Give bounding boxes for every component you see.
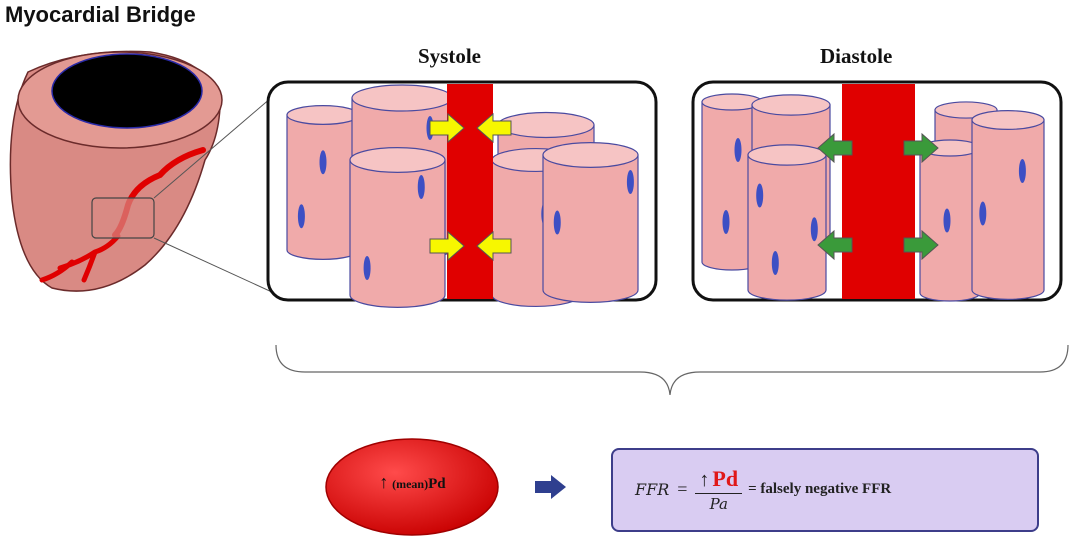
formula-result: = falsely negative FFR [748, 481, 892, 497]
compressed-artery [447, 84, 493, 299]
muscle-cell [286, 105, 360, 260]
muscle-cell [971, 110, 1045, 300]
relax-arrow-icon [903, 229, 939, 261]
heart-cavity [51, 53, 203, 129]
compress-arrow-icon [429, 230, 465, 262]
nucleus [626, 170, 634, 194]
muscle-cell-top [751, 94, 831, 116]
up-arrow-icon: ↑ [379, 472, 389, 492]
equals-sign: = [677, 479, 688, 499]
ffr-formula: FFR = ↑ Pd Pa = falsely negative FFR [635, 466, 891, 513]
nucleus [771, 251, 779, 275]
nucleus [297, 204, 305, 229]
muscle-cell-top [542, 142, 639, 168]
nucleus [810, 217, 818, 242]
zoom-line-bottom [153, 237, 286, 299]
coronary-branch [39, 233, 121, 283]
nucleus [734, 138, 742, 162]
compress-arrow-icon [476, 230, 512, 262]
curly-brace [275, 344, 1069, 396]
systole-muscle-group [286, 84, 639, 308]
muscle-cell-body [747, 154, 827, 301]
numerator-up-arrow-icon: ↑ [699, 469, 710, 491]
nucleus [417, 175, 425, 199]
pd-text: Pd [428, 476, 446, 492]
relax-arrow-icon [903, 132, 939, 164]
muscle-cell-body [971, 119, 1045, 300]
nucleus [363, 256, 371, 280]
nucleus [943, 208, 951, 233]
muscle-cell-top [286, 105, 360, 125]
nucleus [756, 183, 764, 208]
muscle-cell-top [349, 147, 446, 173]
mean-pd-ellipse [325, 438, 499, 536]
numerator-pd: Pd [712, 466, 739, 491]
compress-arrow-icon [476, 112, 512, 144]
nucleus [722, 210, 730, 234]
nucleus [1018, 159, 1026, 183]
muscle-cell [542, 142, 639, 303]
page-title: Myocardial Bridge [5, 2, 196, 27]
nucleus [319, 150, 327, 175]
muscle-cell-top [497, 111, 595, 139]
fraction-denominator: Pa [709, 495, 728, 513]
fraction: ↑ Pd Pa [695, 466, 743, 513]
mean-prefix: (mean) [392, 477, 429, 491]
muscle-cell-body [286, 114, 360, 260]
relax-arrow-icon [817, 132, 853, 164]
systole-label: Systole [418, 44, 481, 68]
right-arrow-icon [535, 475, 566, 499]
ffr-symbol: FFR [635, 480, 670, 499]
muscle-cell-body [542, 154, 639, 303]
muscle-cell-top [971, 110, 1045, 130]
muscle-cell-top [351, 84, 453, 112]
mean-pd-label: ↑ (mean)Pd [330, 472, 495, 493]
dilated-artery [842, 84, 915, 299]
muscle-cell [701, 93, 763, 271]
nucleus [553, 210, 561, 235]
diastole-muscle-group [701, 84, 1045, 302]
ffr-formula-box: FFR = ↑ Pd Pa = falsely negative FFR [611, 448, 1039, 532]
bridge-region [91, 197, 155, 239]
nucleus [979, 201, 987, 226]
fraction-numerator: ↑ Pd [695, 466, 743, 494]
relax-arrow-icon [817, 229, 853, 261]
zoom-line-top [153, 85, 286, 199]
muscle-cell [919, 139, 981, 302]
diastole-label: Diastole [820, 44, 893, 68]
muscle-cell-top [747, 144, 827, 166]
heart-illustration [9, 50, 223, 292]
muscle-cell [747, 144, 827, 301]
muscle-cell-body [349, 159, 446, 308]
compress-arrow-icon [429, 112, 465, 144]
muscle-cell [349, 147, 446, 308]
